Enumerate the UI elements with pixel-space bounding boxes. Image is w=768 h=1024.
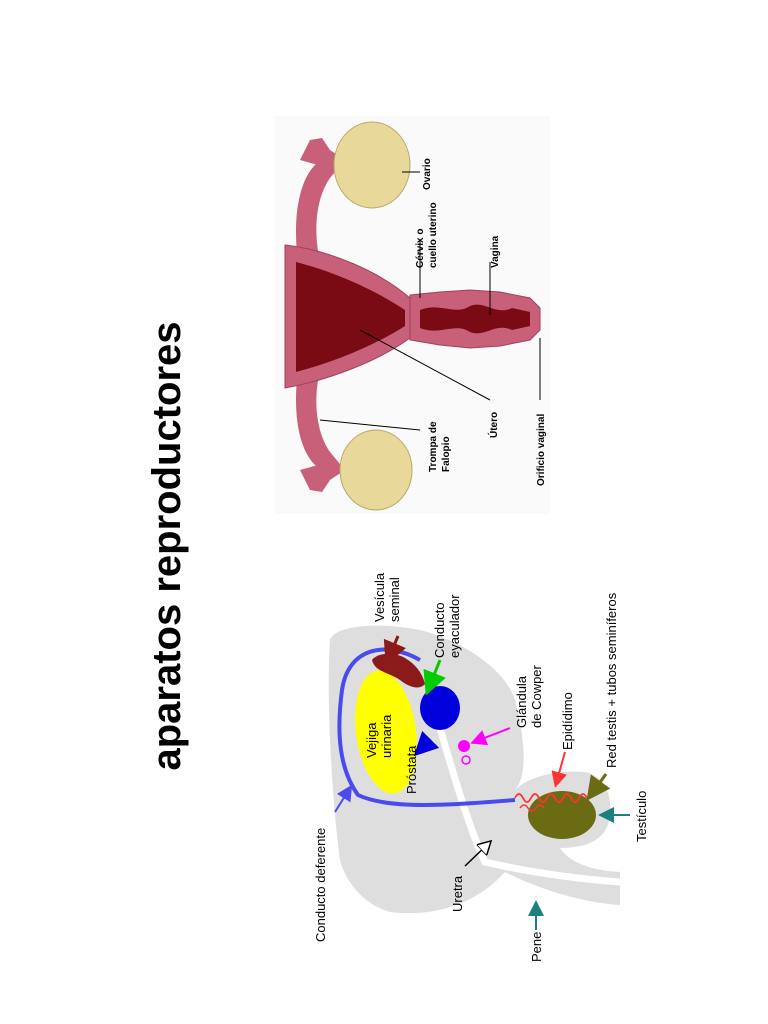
svg-text:cuello uterino: cuello uterino bbox=[428, 202, 439, 268]
svg-text:urinaria: urinaria bbox=[379, 714, 394, 758]
label-testiculo: Testículo bbox=[634, 791, 649, 842]
svg-text:Falopio: Falopio bbox=[441, 436, 452, 472]
fimbriae-lower bbox=[300, 465, 330, 492]
svg-text:Vesícula: Vesícula bbox=[372, 572, 387, 622]
label-utero: Útero bbox=[487, 412, 500, 438]
fallopian-tube-upper bbox=[295, 150, 345, 262]
arrow-cowper bbox=[470, 727, 511, 746]
ovary-lower bbox=[339, 429, 413, 511]
female-reproductive-diagram: Ovario Cérvix o cuello uterino Vagina Tr… bbox=[275, 116, 550, 514]
label-vesicula: Vesícula seminal bbox=[372, 572, 402, 622]
cowper-gland bbox=[458, 740, 470, 752]
arrow-vesicula bbox=[383, 635, 406, 666]
label-vejiga: Vejiga urinaria bbox=[364, 714, 394, 758]
label-ovario: Ovario bbox=[422, 158, 433, 190]
ovary-upper bbox=[333, 121, 411, 209]
label-epididimo: Epidídimo bbox=[560, 692, 575, 750]
uterine-cavity bbox=[296, 262, 405, 372]
svg-text:de Cowper: de Cowper bbox=[529, 664, 544, 728]
arrow-prostata bbox=[413, 730, 440, 757]
epididymis bbox=[514, 793, 588, 803]
testis bbox=[528, 791, 596, 839]
svg-text:seminal: seminal bbox=[387, 577, 402, 622]
svg-text:Vejiga: Vejiga bbox=[364, 722, 379, 758]
svg-text:Conducto: Conducto bbox=[432, 602, 447, 658]
label-cervix: Cérvix o cuello uterino bbox=[415, 202, 439, 268]
urethra bbox=[436, 727, 621, 886]
label-conducto-deferente: Conducto deferente bbox=[313, 828, 328, 942]
svg-text:eyaculador: eyaculador bbox=[447, 594, 462, 658]
vas-deferens bbox=[337, 647, 516, 807]
fallopian-tube-lower bbox=[295, 370, 345, 480]
arrow-conducto-deferente bbox=[334, 784, 353, 813]
label-glandula-cowper: Glándula de Cowper bbox=[514, 664, 544, 728]
arrow-epididimo bbox=[551, 751, 567, 788]
svg-text:Glándula: Glándula bbox=[514, 675, 529, 728]
arrow-eyaculador bbox=[423, 659, 446, 696]
prostate bbox=[420, 686, 460, 730]
label-conducto-eyaculador: Conducto eyaculador bbox=[432, 594, 462, 658]
urinary-bladder bbox=[355, 670, 417, 794]
label-uretra: Uretra bbox=[450, 875, 465, 912]
label-vagina: Vagina bbox=[490, 235, 501, 268]
label-red-testis: Red testis + tubos seminíferos bbox=[604, 592, 619, 768]
arrow-uretra bbox=[464, 842, 490, 867]
vaginal-canal bbox=[420, 304, 530, 334]
page-title: aparatos reproductores bbox=[145, 321, 189, 770]
arrow-red-testis bbox=[586, 773, 611, 801]
red-testis-coils bbox=[519, 804, 545, 812]
label-pene: Pene bbox=[529, 932, 544, 962]
leader-trompa bbox=[319, 419, 421, 431]
leader-utero bbox=[359, 329, 491, 401]
label-trompa: Trompa de Falopio bbox=[428, 421, 452, 472]
male-reproductive-diagram: Conducto deferente Pene Uretra Testículo… bbox=[313, 572, 649, 962]
svg-text:Cérvix o: Cérvix o bbox=[415, 229, 426, 268]
svg-text:Trompa de: Trompa de bbox=[428, 421, 439, 472]
fimbriae-upper bbox=[300, 138, 330, 165]
label-orificio: Orificio vaginal bbox=[536, 414, 547, 486]
cowper-gland-duct bbox=[461, 755, 471, 765]
label-prostata: Próstata bbox=[404, 745, 419, 794]
